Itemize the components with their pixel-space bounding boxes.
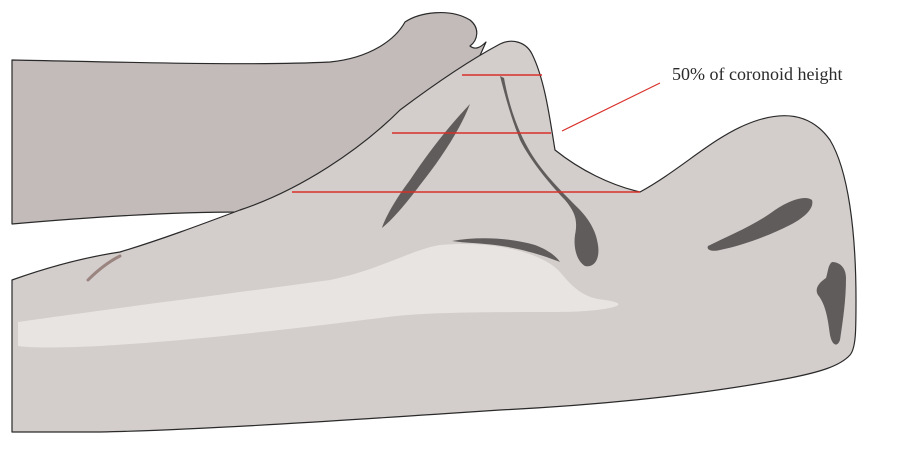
annotation-leader <box>562 83 660 131</box>
coronoid-height-label: 50% of coronoid height <box>672 64 842 85</box>
